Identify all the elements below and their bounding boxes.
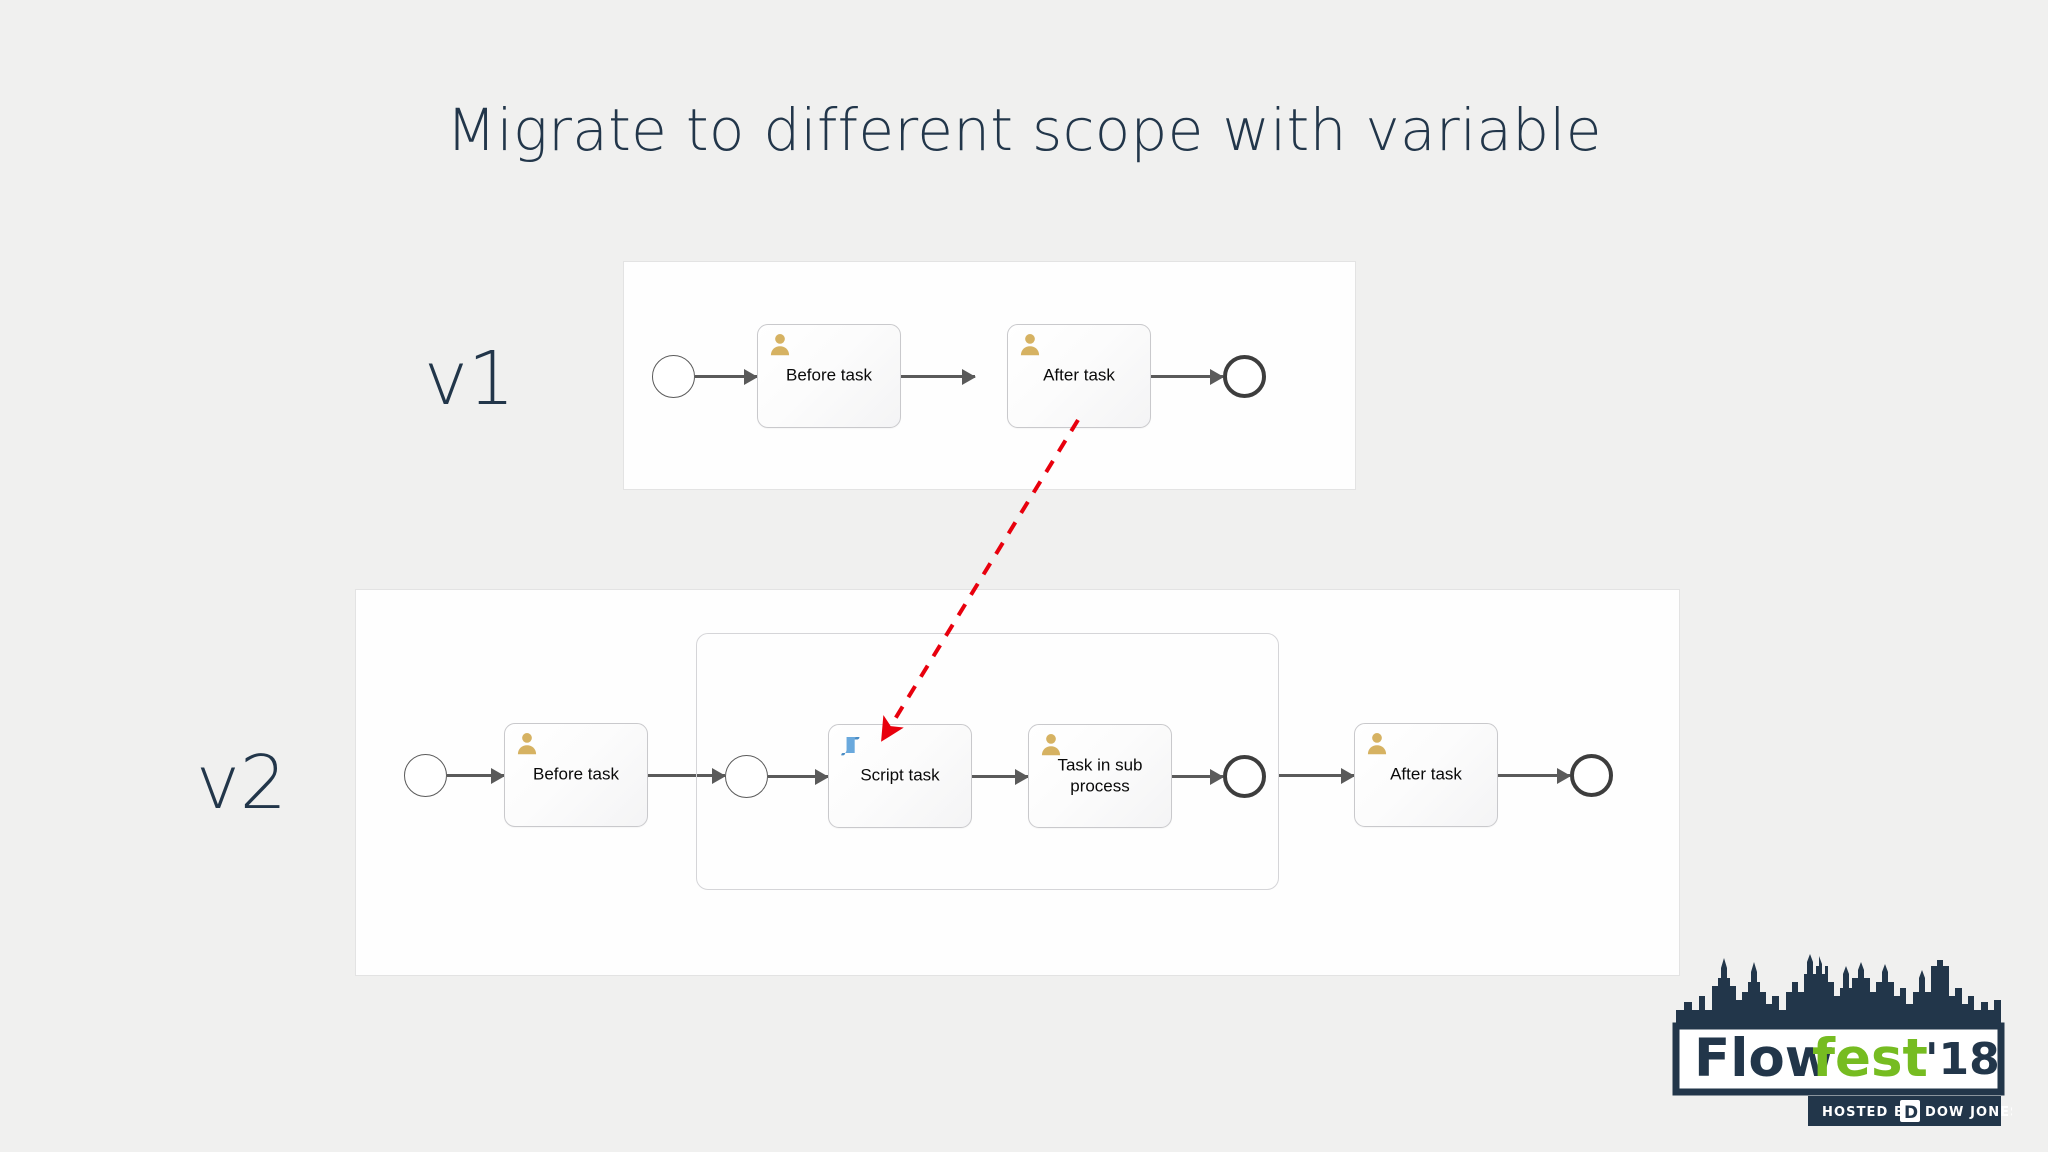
version-label-v2: v2 — [196, 740, 287, 826]
end-event-v2[interactable] — [1570, 754, 1613, 797]
user-icon — [1367, 733, 1387, 755]
logo-word-year: '18 — [1925, 1034, 2000, 1085]
logo-word-fest: fest — [1812, 1028, 1928, 1089]
sequence-flow-v1-after-to-end — [1151, 375, 1223, 378]
sequence-flow-sub-start-to-script — [768, 775, 828, 778]
end-event-v1[interactable] — [1223, 355, 1266, 398]
sequence-flow-v2-before-to-subprocess — [648, 774, 725, 777]
task-before-task-v1[interactable]: Before task — [757, 324, 901, 428]
sequence-flow-v2-start-to-before — [447, 774, 504, 777]
sequence-flow-script-to-subtask — [972, 775, 1028, 778]
script-icon — [841, 736, 860, 756]
dow-jones-mark: D — [1904, 1103, 1918, 1123]
page-title: Migrate to different scope with variable — [446, 96, 1602, 164]
end-event-subprocess[interactable] — [1223, 755, 1266, 798]
user-icon — [517, 733, 537, 755]
task-label: Before task — [786, 365, 872, 385]
hosted-by-label: HOSTED BY — [1822, 1105, 1915, 1120]
flowfest-logo: Flow fest '18 HOSTED BY D DOW JONES — [1672, 954, 2012, 1126]
sequence-flow-v2-after-to-end — [1498, 774, 1570, 777]
logo-plaque — [1672, 1022, 2005, 1096]
task-after-task-v1[interactable]: After task — [1007, 324, 1151, 428]
bpmn-diagram-v1: Before task After task — [623, 261, 1356, 490]
sequence-flow-subtask-to-sub-end — [1172, 775, 1223, 778]
start-event-v2[interactable] — [404, 754, 447, 797]
start-event-subprocess[interactable] — [725, 755, 768, 798]
dow-jones-mark-box — [1900, 1100, 1920, 1122]
sequence-flow-v2-subprocess-to-after — [1279, 774, 1354, 777]
task-before-task-v2[interactable]: Before task — [504, 723, 648, 827]
task-label-line-2: process — [1070, 776, 1130, 795]
sequence-flow-v1-before-to-after — [901, 375, 975, 378]
task-label: After task — [1390, 764, 1462, 784]
logo-word-flow: Flow — [1694, 1028, 1834, 1089]
sequence-flow-v1-start-to-before — [695, 375, 757, 378]
task-label-line-1: Task in sub — [1057, 755, 1143, 775]
task-label: After task — [1043, 365, 1115, 385]
task-after-task-v2[interactable]: After task — [1354, 723, 1498, 827]
task-script-task[interactable]: Script task — [828, 724, 972, 828]
skyline-icon — [1676, 954, 2001, 1030]
task-label: Script task — [860, 765, 940, 785]
user-icon — [770, 334, 790, 356]
version-label-v1: v1 — [424, 336, 515, 422]
dow-jones-label: DOW JONES — [1925, 1105, 2012, 1120]
user-icon — [1041, 734, 1061, 756]
start-event-v1[interactable] — [652, 355, 695, 398]
user-icon — [1020, 334, 1040, 356]
task-label: Before task — [533, 764, 619, 784]
